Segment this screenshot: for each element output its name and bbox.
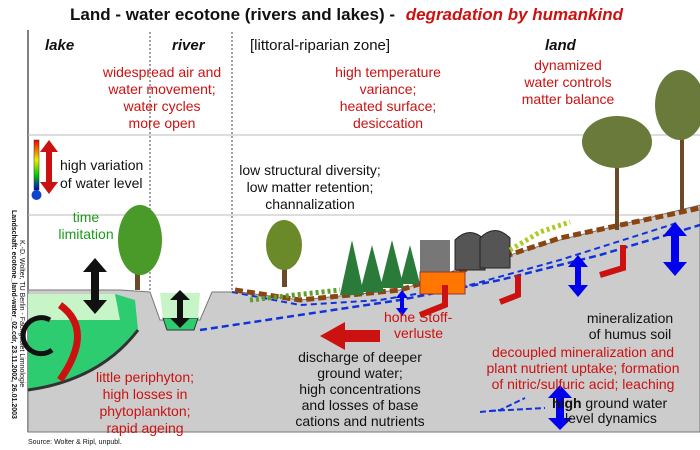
pine-trees-icon — [582, 70, 700, 230]
svg-text:decoupled mineralization and: decoupled mineralization and — [492, 344, 674, 360]
land-matter-text: dynamized water controls matter balance — [522, 57, 615, 107]
svg-text:variance;: variance; — [360, 81, 417, 97]
svg-text:ground water;: ground water; — [317, 365, 403, 381]
zone-land: land — [545, 37, 577, 54]
discharge-text: discharge of deeper ground water; high c… — [295, 349, 424, 429]
deciduous-tree-icon — [266, 220, 302, 287]
red-double-arrow-icon — [40, 140, 58, 194]
thermometer-icon — [31, 139, 42, 200]
svg-text:matter balance: matter balance — [522, 91, 615, 107]
svg-text:desiccation: desiccation — [353, 115, 423, 131]
svg-text:high losses in: high losses in — [103, 386, 188, 402]
zone-river: river — [172, 37, 206, 54]
decoupled-text: decoupled mineralization and plant nutri… — [486, 344, 679, 392]
red-arrow-discharge — [320, 322, 380, 350]
svg-text:heated surface;: heated surface; — [340, 98, 437, 114]
svg-text:low matter retention;: low matter retention; — [247, 179, 374, 195]
svg-text:of nitric/sulfuric acid; leach: of nitric/sulfuric acid; leaching — [492, 376, 675, 392]
author-credit: K.-D. Wolter, TU Berlin - Fachgebiet Lim… — [18, 240, 25, 387]
svg-text:plant nutrient uptake; formati: plant nutrient uptake; formation — [486, 360, 679, 376]
air-movement-text: widespread air and water movement; water… — [102, 64, 221, 131]
svg-text:more open: more open — [129, 115, 196, 131]
svg-text:mineralization: mineralization — [587, 310, 673, 326]
groundwater-dynamics-text-2: level dynamics — [565, 410, 657, 426]
svg-text:channalization: channalization — [265, 196, 355, 212]
svg-text:rapid ageing: rapid ageing — [106, 420, 183, 436]
svg-text:verluste: verluste — [394, 325, 443, 341]
water-level-text: high variation — [60, 157, 143, 173]
svg-text:high temperature: high temperature — [335, 64, 441, 80]
source-note: Source: Wolter & Ripl, unpubl. — [28, 439, 122, 446]
file-credit: Landschaft: ecotone_land-water_02.cdr, 2… — [10, 210, 17, 419]
svg-text:cations and nutrients: cations and nutrients — [295, 413, 424, 429]
svg-text:phytoplankton;: phytoplankton; — [99, 403, 190, 419]
lake-bottom — [27, 329, 140, 392]
title: Land - water ecotone (rivers and lakes) … — [70, 5, 624, 24]
soil-litter-band — [234, 205, 700, 303]
red-arrow-loss-3 — [599, 245, 626, 278]
temperature-text: high temperature variance; heated surfac… — [335, 64, 441, 131]
svg-text:limitation: limitation — [58, 226, 113, 242]
red-arrow-loss-2 — [498, 275, 521, 305]
legend-groundwater-line-2 — [489, 407, 546, 412]
blue-arrow-2 — [568, 255, 588, 297]
groundwater-dynamics-text: high ground water — [552, 395, 667, 411]
svg-text:widespread air and: widespread air and — [102, 64, 221, 80]
svg-text:hohe Stoff-: hohe Stoff- — [384, 309, 453, 325]
svg-text:water cycles: water cycles — [122, 98, 200, 114]
lake-losses-text: little periphyton; high losses in phytop… — [96, 369, 194, 436]
blue-arrow-legend — [548, 385, 572, 430]
blue-arrow-3 — [663, 222, 687, 276]
svg-text:and losses of base: and losses of base — [302, 397, 419, 413]
red-arrow-loss-1 — [418, 285, 448, 318]
svg-text:of humus soil: of humus soil — [589, 326, 671, 342]
zone-littoral: [littoral-riparian zone] — [250, 37, 390, 54]
black-double-arrow-lake — [83, 258, 107, 314]
crops-icon — [508, 219, 571, 253]
svg-text:discharge of deeper: discharge of deeper — [298, 349, 422, 365]
red-circulation-arrow-icon — [57, 302, 81, 383]
stoffverluste-text: hohe Stoff- verluste — [384, 309, 453, 341]
svg-text:time: time — [73, 209, 100, 225]
time-limitation-text: time limitation — [58, 209, 113, 242]
structure-text: low structural diversity; low matter ret… — [239, 162, 381, 212]
zone-lake: lake — [45, 37, 74, 54]
conifer-trees-icon — [340, 240, 420, 295]
willow-tree-icon — [118, 205, 162, 290]
svg-text:little periphyton;: little periphyton; — [96, 369, 194, 385]
svg-text:low structural diversity;: low structural diversity; — [239, 162, 381, 178]
water-level-text-2: of water level — [60, 175, 142, 191]
svg-text:water movement;: water movement; — [107, 81, 215, 97]
mineralization-text: mineralization of humus soil — [587, 310, 673, 342]
svg-text:water controls: water controls — [523, 74, 611, 90]
svg-text:dynamized: dynamized — [534, 57, 602, 73]
blue-arrow-1 — [396, 290, 408, 316]
svg-text:high concentrations: high concentrations — [299, 381, 420, 397]
circulation-arrow-icon — [20, 315, 54, 357]
black-double-arrow-river — [170, 290, 190, 328]
